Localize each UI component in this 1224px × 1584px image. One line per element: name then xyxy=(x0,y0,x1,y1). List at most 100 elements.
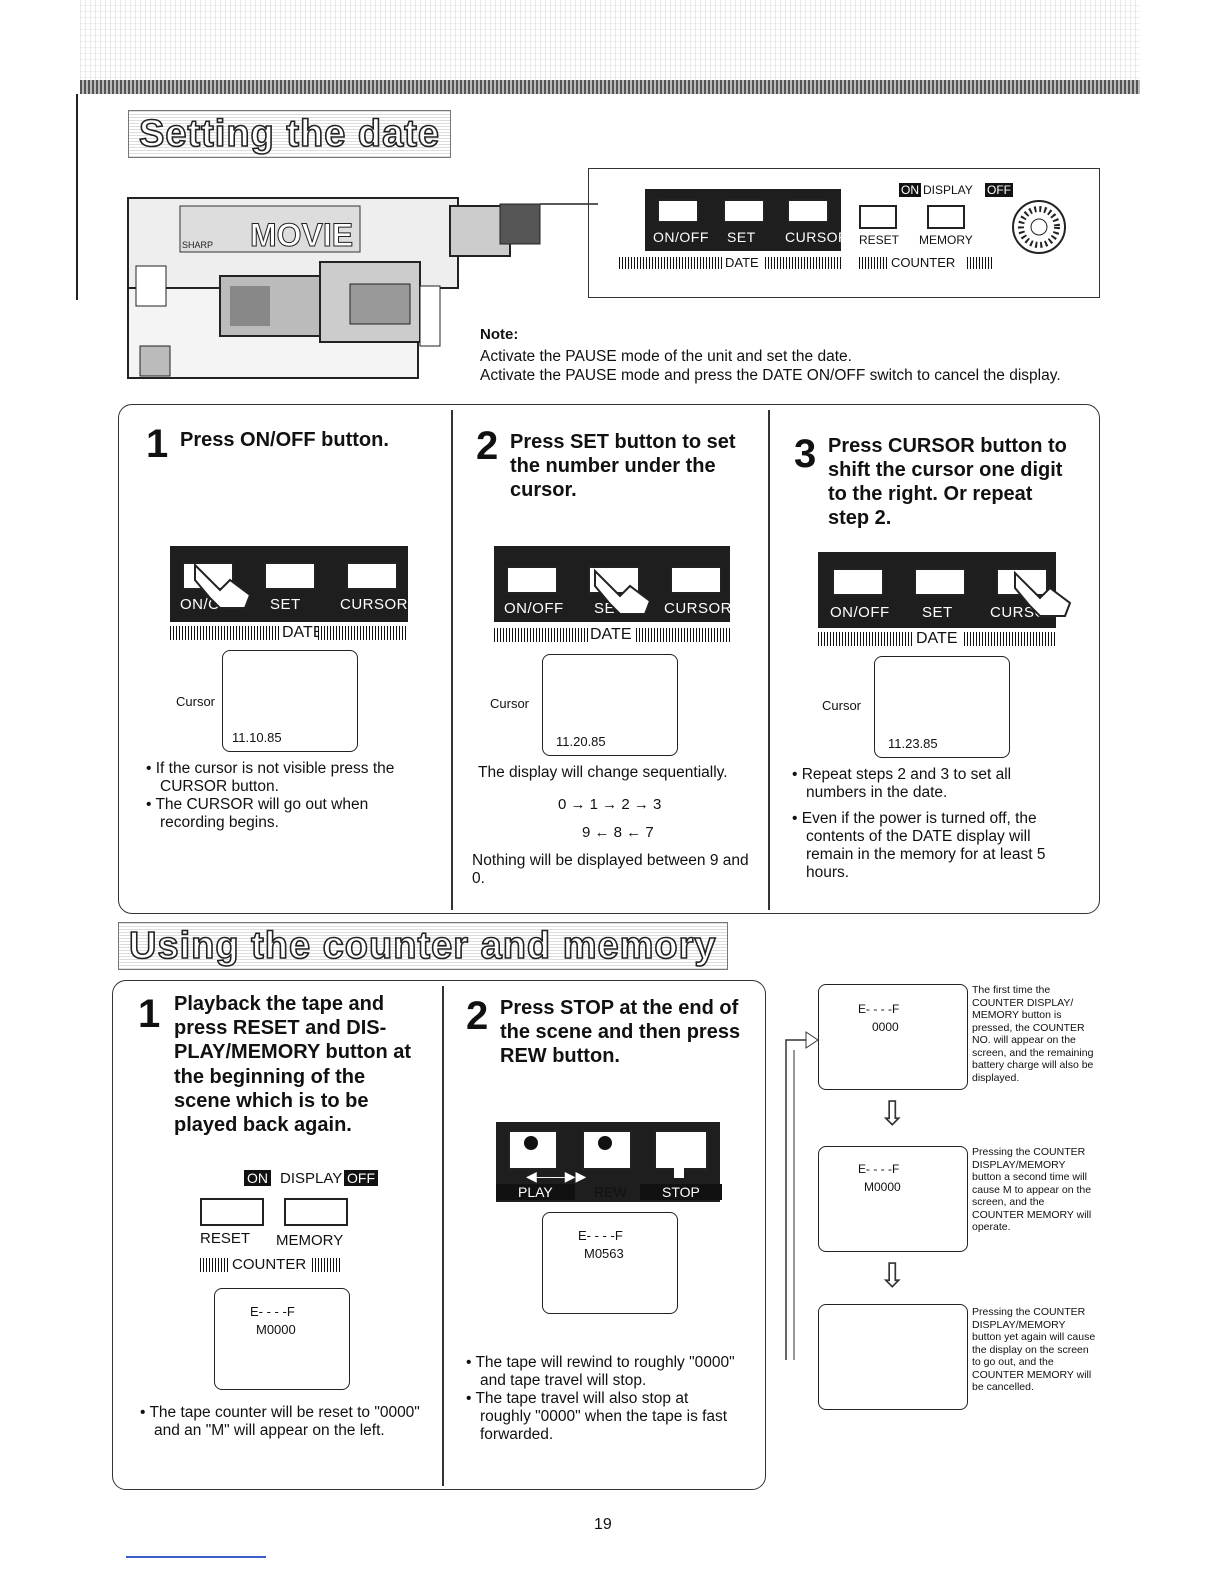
cursor-label: CURSOR xyxy=(664,600,733,617)
play-label: PLAY xyxy=(496,1184,575,1200)
page-number: 19 xyxy=(594,1516,612,1533)
step-3-panel: ON/OFF SET CURSOR xyxy=(818,552,1058,628)
on-tag: ON xyxy=(899,183,921,197)
pointing-hand-icon xyxy=(1014,570,1072,617)
date-label: DATE xyxy=(916,630,958,647)
date-step-3-title: Press CURSOR button to shift the cursor … xyxy=(828,435,1067,529)
bullet-item: • If the cursor is not visible press the… xyxy=(146,760,395,795)
dial-icon xyxy=(1012,200,1066,254)
reset-label: RESET xyxy=(859,233,900,247)
bullet-item: • The CURSOR will go out when recording … xyxy=(146,796,369,831)
display-label: DISPLAY xyxy=(280,1170,343,1187)
memory-label: MEMORY xyxy=(276,1232,344,1249)
step-2-note: Nothing will be displayed between 9 and … xyxy=(472,852,749,887)
bullet-item: • Repeat steps 2 and 3 to set all number… xyxy=(792,766,1012,801)
barcode xyxy=(170,626,280,640)
date-step-1-number: 1 xyxy=(146,422,169,466)
camcorder-illustration: SHARP MOVIE xyxy=(127,197,598,379)
flow-screen-2 xyxy=(818,1146,968,1252)
counter-step-2-screen xyxy=(542,1212,678,1314)
note-label: Note: xyxy=(480,326,519,343)
camera-brand: SHARP xyxy=(182,240,213,250)
step-3-bullets: • Repeat steps 2 and 3 to set all number… xyxy=(792,766,1068,882)
display-memory-button[interactable] xyxy=(927,205,965,229)
on-off-label: ON/OFF xyxy=(504,600,564,617)
sequence-top: 0 → 1 → 2 → 3 xyxy=(558,796,662,813)
step-1-bullets: • If the cursor is not visible press the… xyxy=(146,760,436,832)
counter-step-1-title: Playback the tape and press RESET and DI… xyxy=(174,993,412,1137)
on-off-button[interactable] xyxy=(506,566,558,594)
date-step-2-number: 2 xyxy=(476,424,499,468)
bottom-rule xyxy=(126,1556,266,1558)
stop-square-icon xyxy=(674,1168,684,1178)
step-2-text: The display will change sequentially. xyxy=(478,764,728,781)
counter-step-1-bullet: • The tape counter will be reset to "000… xyxy=(140,1404,420,1439)
section-title-counter: Using the counter and memory xyxy=(118,922,728,970)
date-label: DATE xyxy=(282,624,324,641)
barcode xyxy=(636,628,730,642)
step-3-screen xyxy=(874,656,1010,758)
flow-screen-1-counter: 0000 xyxy=(872,1020,899,1034)
divider-2 xyxy=(768,410,770,910)
memory-label: MEMORY xyxy=(919,233,973,247)
cursor-callout: Cursor xyxy=(490,696,530,711)
on-off-button[interactable] xyxy=(657,199,699,223)
flow-screen-2-status: E- - - -F xyxy=(858,1162,900,1176)
bullet-item: • The tape will rewind to roughly "0000"… xyxy=(466,1354,735,1389)
step-1-panel: ON/OFF SET CURSOR xyxy=(170,546,408,622)
on-tag: ON xyxy=(244,1170,271,1186)
counter-barcode-right xyxy=(967,257,993,269)
display-memory-button[interactable] xyxy=(284,1198,348,1226)
cursor-label: CURSOR xyxy=(785,229,849,245)
date-step-1-title: Press ON/OFF button. xyxy=(180,429,389,451)
down-arrow-icon: ⇩ xyxy=(878,1095,907,1133)
counter-barcode-left xyxy=(859,257,889,269)
on-off-label: ON/OFF xyxy=(653,229,709,245)
down-arrow-icon: ⇩ xyxy=(878,1257,907,1295)
left-rule xyxy=(76,94,78,300)
step-2-panel: ON/OFF SET CURSOR xyxy=(494,546,733,622)
play-button[interactable] xyxy=(508,1130,558,1170)
off-tag: OFF xyxy=(985,183,1013,197)
flow-screen-3 xyxy=(818,1304,968,1410)
divider-3 xyxy=(442,986,444,1486)
on-off-label: ON/OFF xyxy=(830,604,890,621)
flow-text-2: Pressing the COUNTER DISPLAY/MEMORY butt… xyxy=(972,1146,1092,1233)
date-label: DATE xyxy=(725,255,759,270)
record-dot-icon xyxy=(598,1136,612,1150)
flow-screen-1 xyxy=(818,984,968,1090)
barcode-right xyxy=(765,257,843,269)
set-label: SET xyxy=(922,604,953,621)
on-off-button[interactable] xyxy=(832,568,884,596)
control-panel-figure: ON/OFF SET CURSOR DATE ON DISPLAY OFF RE… xyxy=(588,168,1100,298)
sequence-bottom: 9 ← 8 ← 7 xyxy=(582,824,654,841)
camera-model: MOVIE xyxy=(250,217,353,253)
counter-barcode-left xyxy=(200,1258,230,1272)
set-button[interactable] xyxy=(723,199,765,223)
record-dot-icon xyxy=(524,1136,538,1150)
cursor-button[interactable] xyxy=(670,566,722,594)
note-line-2: Activate the PAUSE mode and press the DA… xyxy=(480,367,1061,384)
reset-button[interactable] xyxy=(200,1198,264,1226)
flow-text-1: The first time the COUNTER DISPLAY/ MEMO… xyxy=(972,984,1094,1084)
cursor-callout: Cursor xyxy=(176,694,216,709)
counter-barcode-right xyxy=(312,1258,342,1272)
cursor-button[interactable] xyxy=(346,562,398,590)
reset-button[interactable] xyxy=(859,205,897,229)
divider-1 xyxy=(451,410,453,910)
off-tag: OFF xyxy=(344,1170,378,1186)
screen-status: E- - - -F xyxy=(250,1304,295,1319)
date-step-2-title: Press SET button to set the number under… xyxy=(510,431,736,501)
counter-step-2-bullets: • The tape will rewind to roughly "0000"… xyxy=(466,1354,742,1444)
date-display: 11.20.85 xyxy=(556,734,606,749)
cursor-label: CURSOR xyxy=(340,596,409,613)
set-button[interactable] xyxy=(264,562,316,590)
counter-steps-box xyxy=(112,980,766,1490)
barcode-left xyxy=(619,257,723,269)
date-label: DATE xyxy=(590,626,632,643)
stop-button[interactable] xyxy=(654,1130,708,1170)
note-line-1: Activate the PAUSE mode of the unit and … xyxy=(480,348,852,365)
cursor-button[interactable] xyxy=(787,199,829,223)
screen-counter: M0563 xyxy=(584,1246,624,1261)
set-button[interactable] xyxy=(914,568,966,596)
